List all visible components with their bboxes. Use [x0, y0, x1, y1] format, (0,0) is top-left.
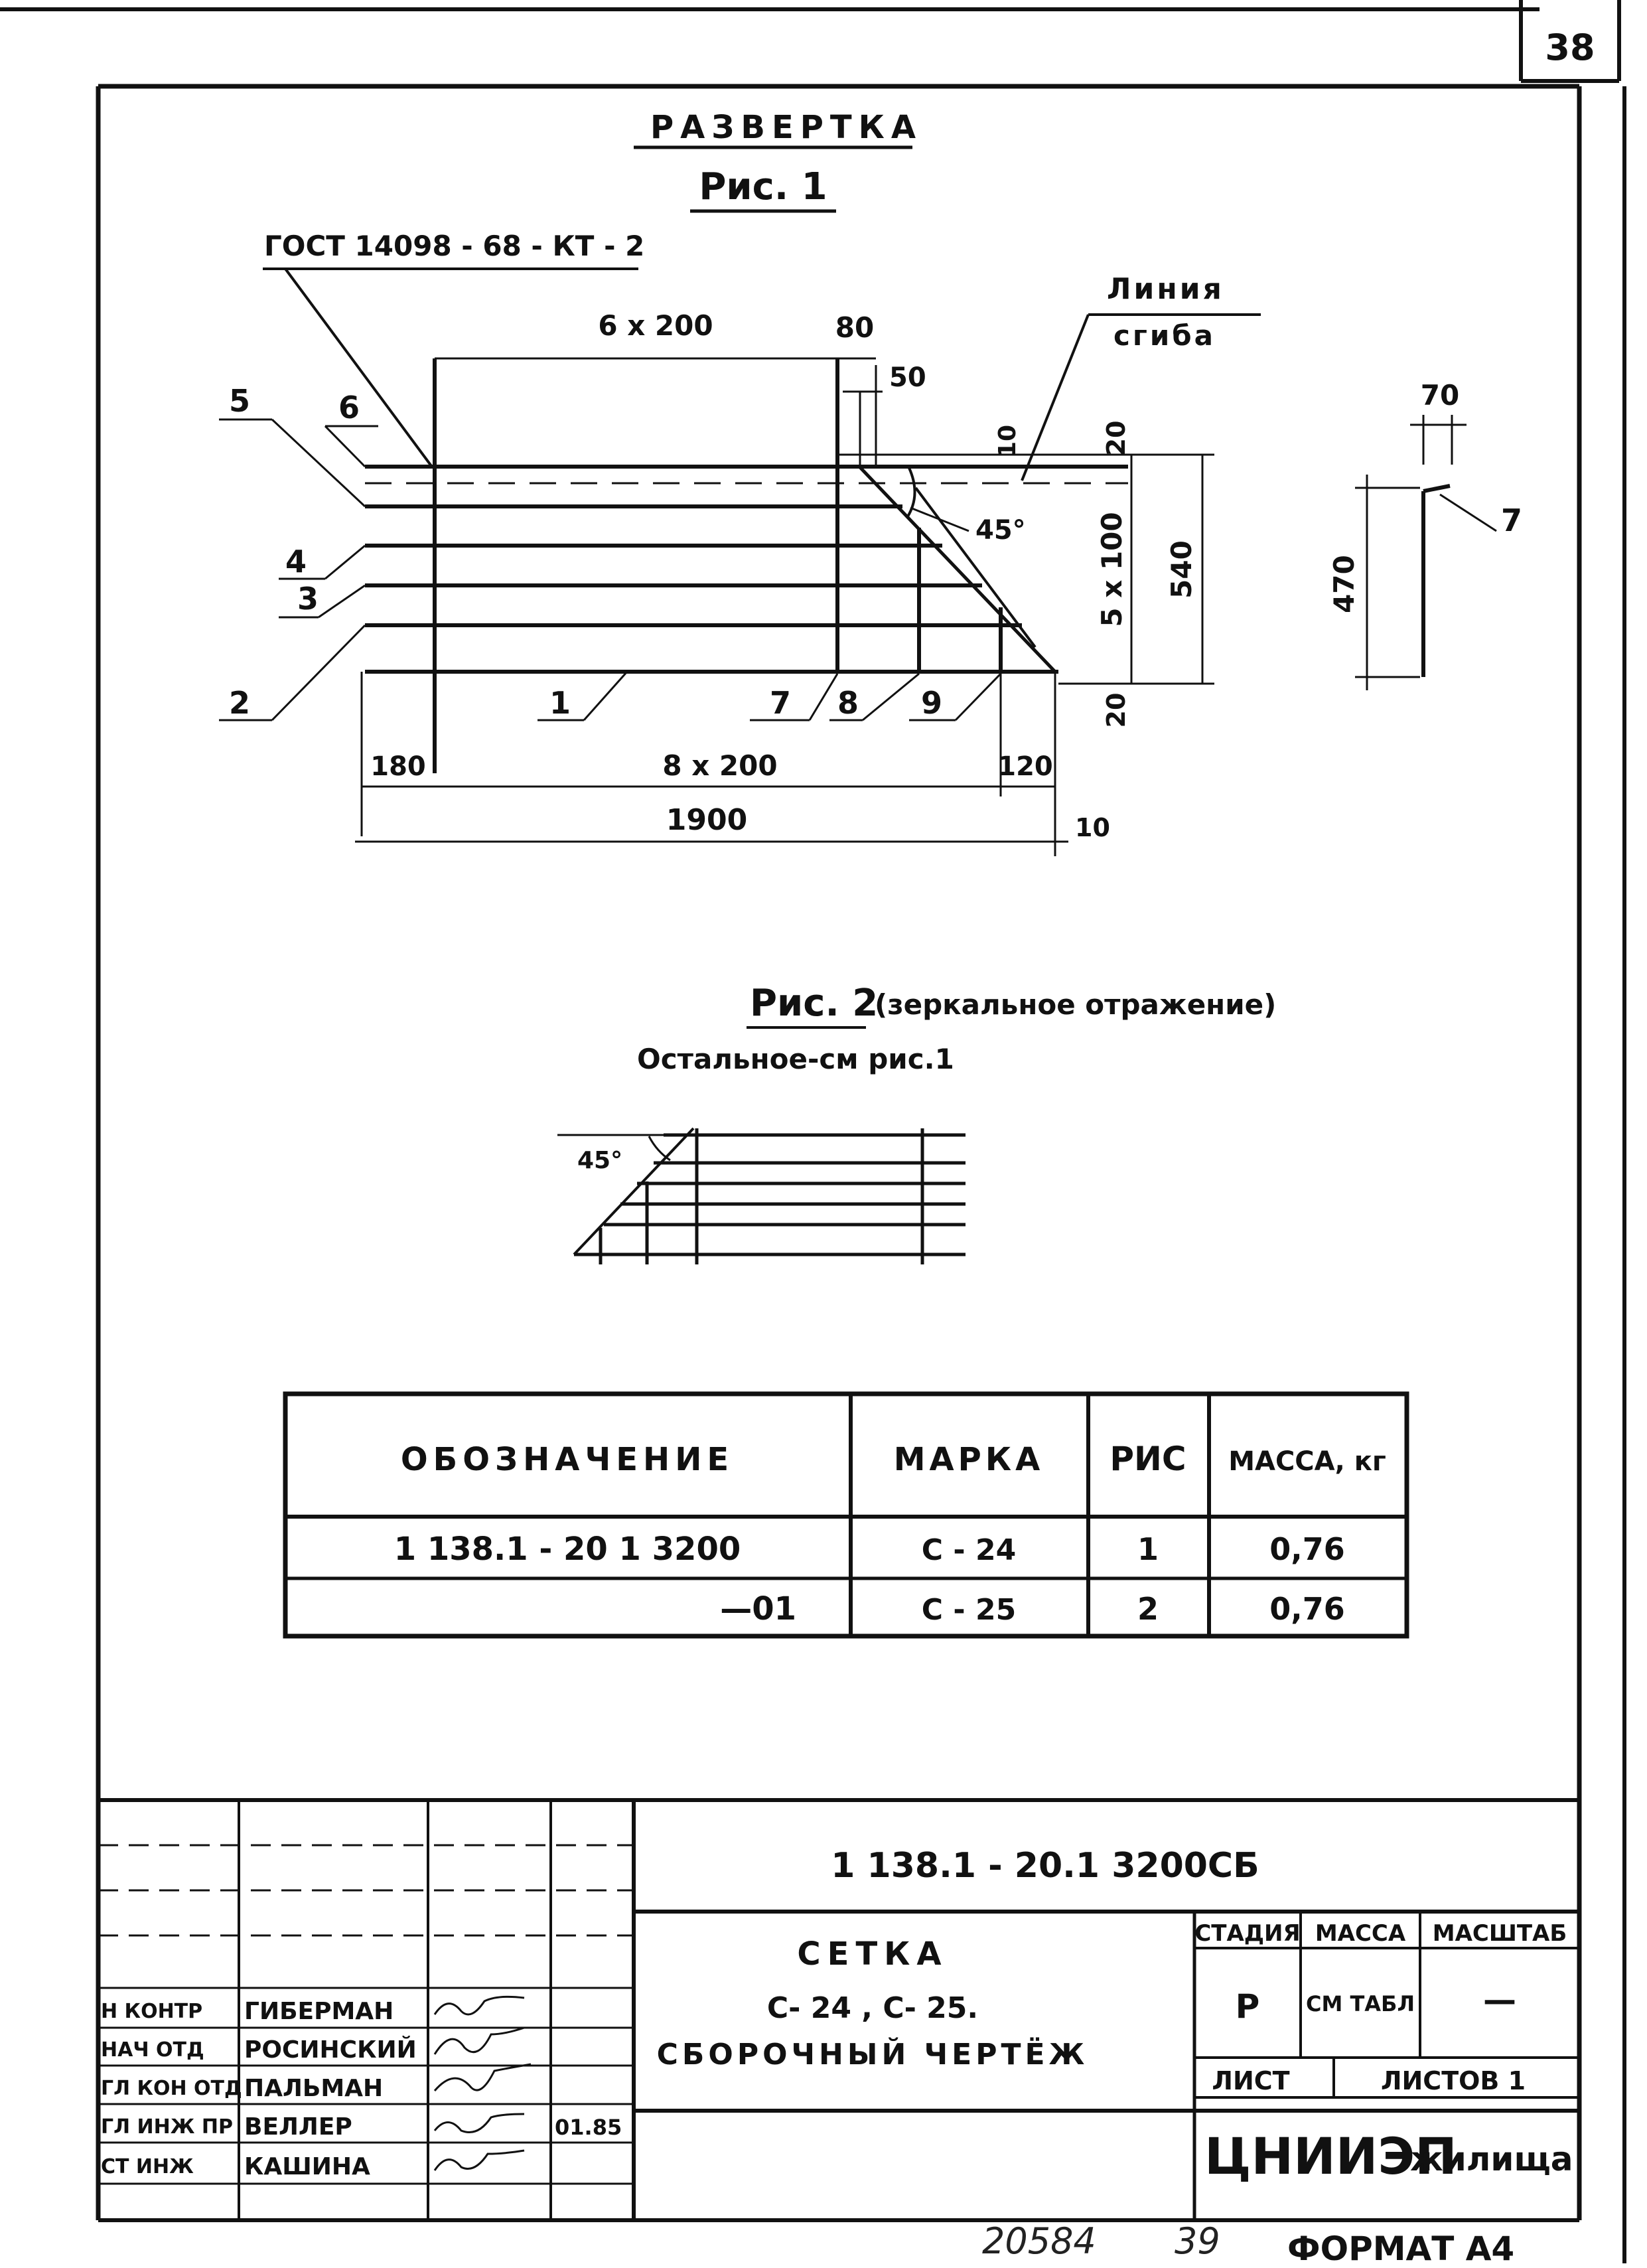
- diagonal-edge-2: [914, 487, 1037, 648]
- staff-name-5: КАШИНА: [244, 2153, 370, 2180]
- spec-row1-fig: 1: [1137, 1531, 1159, 1567]
- bend-line-label-1: Линия: [1107, 272, 1224, 306]
- footer-format: ФОРМАТ А4: [1287, 2230, 1514, 2268]
- title-block-grid: [98, 1798, 1579, 2220]
- title-name-1: СЕТКА: [797, 1935, 948, 1973]
- staff-role-1: Н КОНТР: [101, 2000, 202, 2023]
- sheets-label: ЛИСТОВ 1: [1381, 2066, 1526, 2095]
- fig1-callouts: 1 2 3 4 5 6 7 8 9: [219, 383, 1002, 721]
- dim-70-side: 70: [1421, 379, 1459, 412]
- spec-row2-fig: 2: [1137, 1591, 1159, 1627]
- org-sub: жилища: [1410, 2140, 1573, 2178]
- title-name-3: СБОРОЧНЫЙ ЧЕРТЁЖ: [657, 2036, 1089, 2072]
- gost-label: ГОСТ 14098 - 68 - КТ - 2: [264, 230, 644, 262]
- fig1-title: РАЗВЕРТКА: [650, 109, 922, 146]
- diagonal-edge: [858, 465, 1056, 673]
- callout-3: 3: [297, 581, 319, 617]
- org-main: ЦНИИЭП: [1204, 2127, 1457, 2186]
- callout-2: 2: [229, 685, 250, 721]
- dim-120: 120: [997, 751, 1053, 782]
- spec-row1-mark: С - 24: [922, 1533, 1016, 1567]
- dim-540: 540: [1165, 540, 1198, 599]
- callout-1: 1: [549, 685, 571, 721]
- staff-role-5: СТ ИНЖ: [101, 2155, 194, 2178]
- sheet-label: ЛИСТ: [1212, 2066, 1289, 2095]
- signature-1: [433, 1995, 525, 2016]
- spec-row2-mark: С - 25: [922, 1593, 1016, 1627]
- spec-row1-mass: 0,76: [1269, 1531, 1345, 1567]
- angle-leader: [910, 506, 969, 532]
- doc-code: 1 138.1 - 20.1 3200СБ: [831, 1846, 1259, 1886]
- dim-470-side: 470: [1328, 555, 1360, 613]
- staff-role-4: ГЛ ИНЖ ПР: [101, 2115, 233, 2139]
- dim-top-spacing: 6 x 200: [598, 309, 713, 342]
- spec-header-designation: ОБОЗНАЧЕНИЕ: [401, 1441, 734, 1478]
- bend-line-label-2: сгиба: [1113, 319, 1216, 352]
- dim-20-bottom: 20: [1102, 693, 1131, 728]
- dim-80: 80: [835, 311, 874, 344]
- spec-header-fig: РИС: [1110, 1440, 1186, 1478]
- dim-180: 180: [370, 751, 426, 782]
- staff-role-3: ГЛ КОН ОТД: [101, 2077, 242, 2100]
- spec-row2-mass: 0,76: [1269, 1591, 1345, 1627]
- fig1-mesh: [360, 358, 1128, 856]
- side-callout: 7: [1501, 502, 1522, 538]
- title-name-2: С- 24 , С- 25.: [767, 1991, 978, 2025]
- callout-8: 8: [837, 685, 859, 721]
- mass-value: СМ ТАБЛ: [1306, 1991, 1415, 2016]
- staff-list: Н КОНТР ГИБЕРМАН НАЧ ОТД РОСИНСКИЙ ГЛ КО…: [101, 1998, 622, 2180]
- fig2-mesh: [557, 1127, 966, 1264]
- fig2-title: Рис. 2: [750, 982, 878, 1025]
- signature-5: [433, 2149, 525, 2171]
- dim-10-top: 10: [994, 425, 1021, 458]
- staff-date-4: 01.85: [555, 2115, 622, 2140]
- stage-header: СТАДИЯ: [1194, 1920, 1300, 1947]
- angle-arc: [906, 467, 916, 518]
- footer-inventory: 20584: [982, 2220, 1096, 2262]
- scale-value: —: [1483, 1981, 1516, 2019]
- dim-total: 1900: [666, 803, 747, 837]
- staff-name-1: ГИБЕРМАН: [244, 1998, 394, 2025]
- mass-header: МАССА: [1315, 1920, 1406, 1947]
- spec-header-mass: МАССА, кг: [1228, 1446, 1386, 1477]
- signature-2: [433, 2026, 525, 2055]
- spec-row1-designation: 1 138.1 - 20 1 3200: [394, 1531, 741, 1568]
- callout-5: 5: [229, 383, 250, 419]
- callout-6: 6: [338, 390, 360, 425]
- dim-50: 50: [889, 362, 926, 393]
- callout-9: 9: [921, 685, 942, 721]
- fig1-subtitle: Рис. 1: [699, 165, 827, 208]
- callout-7: 7: [770, 685, 791, 721]
- fig2-rest: Остальное-см рис.1: [637, 1043, 954, 1075]
- staff-name-2: РОСИНСКИЙ: [244, 2036, 417, 2064]
- signature-3: [433, 2063, 532, 2091]
- gost-leader: [284, 267, 433, 467]
- side-view: [1355, 415, 1497, 690]
- stage-value: Р: [1236, 1987, 1260, 2026]
- dim-10-bottom: 10: [1075, 813, 1110, 842]
- signature-4: [433, 2113, 525, 2133]
- scale-header: МАСШТАБ: [1433, 1920, 1567, 1947]
- staff-name-3: ПАЛЬМАН: [244, 2075, 383, 2102]
- spec-row2-designation: —01: [720, 1590, 796, 1627]
- dim-bottom-spacing: 8 x 200: [662, 749, 777, 782]
- angle-label: 45°: [975, 515, 1026, 546]
- fig2-angle: 45°: [577, 1147, 622, 1174]
- bend-line-leader: [1021, 314, 1090, 481]
- callout-4: 4: [285, 544, 307, 579]
- dim-5x100: 5 x 100: [1096, 512, 1128, 627]
- fig2-note: (зеркальное отражение): [875, 988, 1276, 1021]
- staff-name-4: ВЕЛЛЕР: [244, 2113, 352, 2141]
- sheet-number: 38: [1545, 27, 1595, 68]
- footer-copy: 39: [1175, 2220, 1220, 2262]
- spec-header-mark: МАРКА: [894, 1441, 1044, 1478]
- dim-20-top: 20: [1102, 421, 1131, 456]
- staff-role-2: НАЧ ОТД: [101, 2038, 204, 2062]
- signatures: [433, 1995, 532, 2171]
- spec-table: [283, 1391, 1409, 1639]
